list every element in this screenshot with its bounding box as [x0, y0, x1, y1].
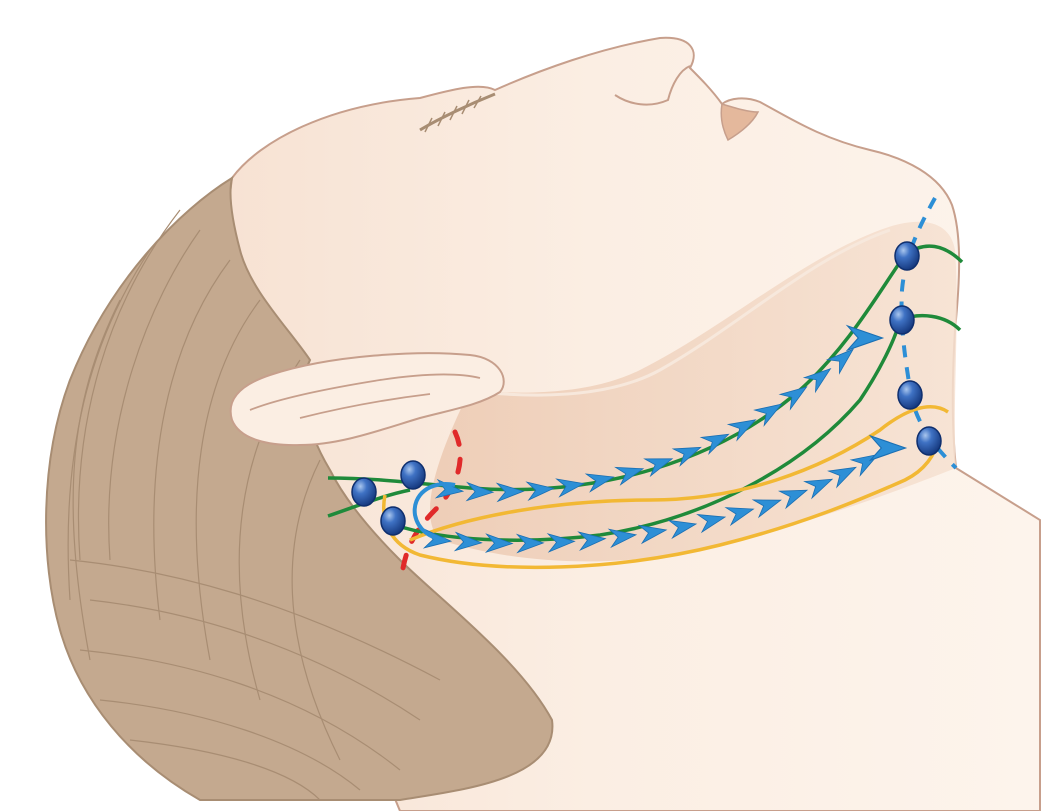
drainage-arrow-icon — [614, 466, 645, 486]
drainage-arrow-icon — [484, 533, 514, 553]
drainage-arrow-icon — [643, 458, 674, 478]
curved-return-arrow — [412, 482, 456, 542]
drainage-arrow-icon — [827, 466, 857, 489]
lymph-nodes — [351, 241, 942, 536]
ear-inner — [249, 373, 481, 419]
drainage-arrow-icon — [465, 481, 495, 502]
drainage-arrow-icon — [525, 481, 555, 502]
neck-shadow — [430, 221, 957, 562]
lymph-node-icon — [380, 506, 406, 536]
drainage-arrow-icon — [751, 499, 782, 519]
drainage-arrow-icon — [607, 528, 638, 549]
ear — [229, 352, 505, 447]
hair — [45, 175, 554, 801]
drainage-arrow-icon — [802, 367, 832, 394]
yellow-vessels — [382, 405, 949, 570]
eyebrow-hairs — [424, 95, 482, 133]
closed-eye — [614, 65, 691, 106]
drainage-arrow-icon — [577, 531, 607, 551]
drainage-arrow-icon — [453, 531, 483, 552]
drainage-arrow-icon — [726, 419, 757, 442]
drainage-arrow-icon — [826, 348, 855, 375]
drainage-arrow-icon — [495, 482, 525, 503]
drainage-arrow-row-1 — [434, 324, 885, 503]
drainage-arrow-icon — [696, 514, 727, 534]
drainage-arrow-icon — [845, 324, 885, 352]
lymph-node-icon — [897, 380, 923, 410]
lymph-node-icon — [400, 460, 426, 490]
drainage-arrow-icon — [778, 386, 808, 411]
drainage-arrow-icon — [637, 524, 668, 545]
drainage-arrow-icon — [667, 519, 698, 540]
drainage-arrow-icon — [803, 478, 834, 500]
drainage-arrow-icon — [724, 507, 755, 527]
drainage-arrow-icon — [868, 434, 908, 462]
jaw-line — [479, 228, 891, 397]
drainage-arrow-icon — [753, 403, 783, 427]
lymph-node-icon — [916, 426, 942, 456]
red-dashed-line — [399, 429, 463, 578]
drainage-arrow-icon — [671, 446, 702, 467]
lymph-node-icon — [894, 241, 920, 271]
drainage-arrow-icon — [515, 533, 545, 554]
lymph-node-icon — [351, 477, 377, 507]
drainage-arrow-icon — [777, 489, 809, 510]
drainage-arrow-icon — [584, 473, 615, 493]
drainage-arrow-icon — [699, 433, 730, 455]
drainage-arrow-icon — [546, 533, 576, 553]
drainage-arrow-icon — [555, 478, 585, 498]
nose — [720, 103, 760, 142]
lymph-node-icon — [889, 305, 915, 335]
eyebrow — [419, 92, 496, 132]
